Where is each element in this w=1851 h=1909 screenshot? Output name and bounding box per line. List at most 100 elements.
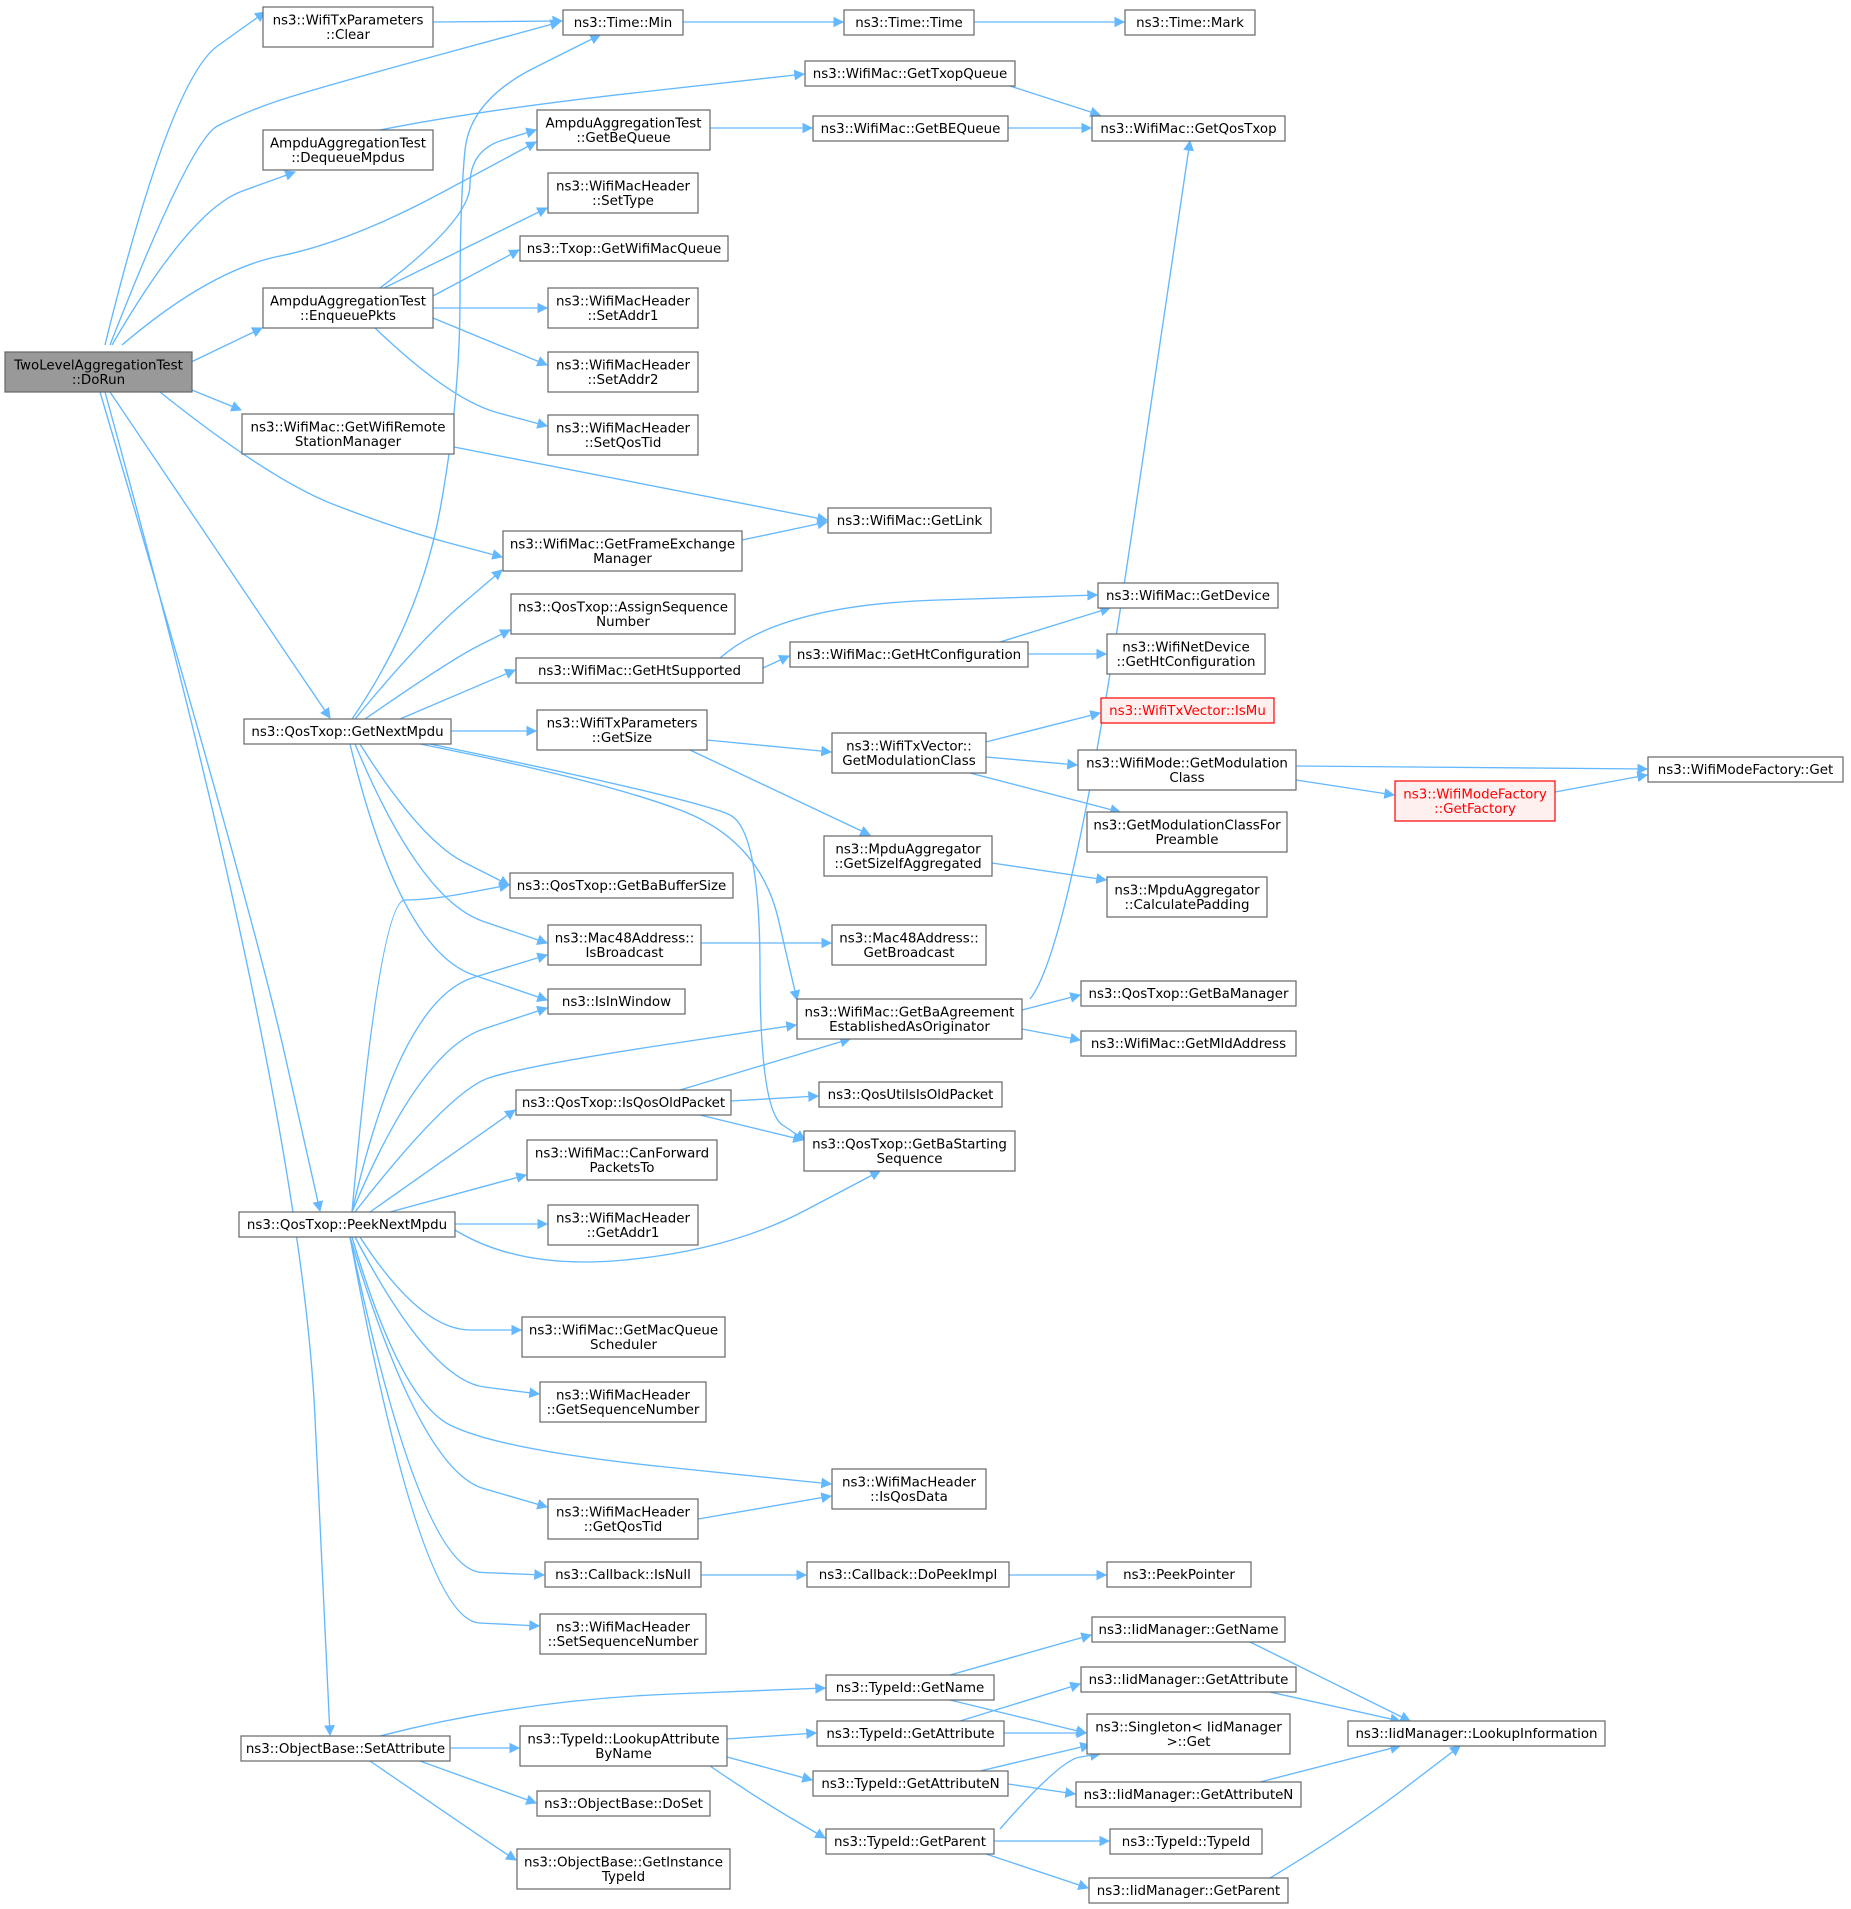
node-label: ns3::QosTxop::AssignSequence bbox=[518, 600, 728, 615]
node-getbcast[interactable]: ns3::Mac48Address::GetBroadcast bbox=[831, 924, 987, 966]
node-ismu[interactable]: ns3::WifiTxVector::IsMu bbox=[1100, 697, 1275, 724]
call-nodes: TwoLevelAggregationTest::DoRunns3::WifiT… bbox=[4, 6, 1844, 1904]
node-singleton[interactable]: ns3::Singleton< IidManager>::Get bbox=[1086, 1713, 1291, 1755]
edge-getbaagree-to-getbamgr bbox=[1021, 992, 1082, 1011]
edge-peeknext-to-setseqnum bbox=[349, 1236, 541, 1631]
node-enqueue[interactable]: AmpduAggregationTest::EnqueuePkts bbox=[262, 287, 434, 329]
node-box bbox=[262, 6, 434, 48]
node-wmfgetfactory[interactable]: ns3::WifiModeFactory::GetFactory bbox=[1394, 780, 1556, 822]
node-label: ns3::Mac48Address:: bbox=[839, 931, 979, 946]
node-doset[interactable]: ns3::ObjectBase::DoSet bbox=[536, 1790, 711, 1817]
node-label: ns3::IidManager::GetParent bbox=[1097, 1884, 1280, 1899]
node-iidgetattrn[interactable]: ns3::IidManager::GetAttributeN bbox=[1075, 1781, 1302, 1808]
node-wtpgetsize[interactable]: ns3::WifiTxParameters::GetSize bbox=[536, 709, 708, 751]
node-box bbox=[1086, 1713, 1291, 1755]
node-cbdopeek[interactable]: ns3::Callback::DoPeekImpl bbox=[806, 1561, 1010, 1588]
node-getbabuf[interactable]: ns3::QosTxop::GetBaBufferSize bbox=[509, 872, 734, 899]
node-timemin[interactable]: ns3::Time::Min bbox=[562, 9, 684, 36]
node-box bbox=[1106, 1561, 1252, 1588]
edge-peeknext-to-getseqnum bbox=[354, 1236, 541, 1399]
node-label: ns3::WifiMac::GetBEQueue bbox=[821, 122, 1001, 137]
node-label: ns3::WifiMacHeader bbox=[556, 1211, 690, 1226]
node-dequeue[interactable]: AmpduAggregationTest::DequeueMpdus bbox=[262, 129, 434, 171]
node-isqosold[interactable]: ns3::QosTxop::IsQosOldPacket bbox=[515, 1089, 732, 1116]
node-txvgetmc[interactable]: ns3::WifiTxVector::GetModulationClass bbox=[831, 732, 987, 774]
node-box bbox=[238, 1211, 456, 1238]
node-modegetmc[interactable]: ns3::WifiMode::GetModulationClass bbox=[1077, 749, 1297, 791]
node-iidgetattr[interactable]: ns3::IidManager::GetAttribute bbox=[1080, 1666, 1297, 1693]
node-box bbox=[806, 1561, 1010, 1588]
node-getbamgr[interactable]: ns3::QosTxop::GetBaManager bbox=[1080, 980, 1297, 1007]
node-getseqnum[interactable]: ns3::WifiMacHeader::GetSequenceNumber bbox=[539, 1381, 707, 1423]
node-label: ns3::WifiMac::GetHtSupported bbox=[538, 664, 741, 679]
node-tidgetattr[interactable]: ns3::TypeId::GetAttribute bbox=[816, 1720, 1005, 1747]
node-root[interactable]: TwoLevelAggregationTest::DoRun bbox=[4, 351, 193, 393]
node-macgetbeq[interactable]: ns3::WifiMac::GetBEQueue bbox=[812, 115, 1009, 142]
edge-isqosold-to-getbastart bbox=[699, 1114, 805, 1143]
node-getlink[interactable]: ns3::WifiMac::GetLink bbox=[827, 507, 992, 534]
node-gethtsupp[interactable]: ns3::WifiMac::GetHtSupported bbox=[515, 657, 764, 684]
node-isinwin[interactable]: ns3::IsInWindow bbox=[547, 988, 686, 1015]
node-getqostxop[interactable]: ns3::WifiMac::GetQosTxop bbox=[1091, 115, 1286, 142]
node-label: Manager bbox=[593, 552, 652, 567]
node-getwrsm[interactable]: ns3::WifiMac::GetWifiRemoteStationManage… bbox=[241, 413, 455, 455]
node-calcpad[interactable]: ns3::MpduAggregator::CalculatePadding bbox=[1106, 876, 1268, 918]
node-setseqnum[interactable]: ns3::WifiMacHeader::SetSequenceNumber bbox=[539, 1613, 707, 1655]
node-getsizeifagg[interactable]: ns3::MpduAggregator::GetSizeIfAggregated bbox=[823, 835, 993, 877]
node-box bbox=[823, 835, 993, 877]
node-getbaagree[interactable]: ns3::WifiMac::GetBaAgreementEstablishedA… bbox=[796, 998, 1023, 1040]
node-label: ns3::QosTxop::IsQosOldPacket bbox=[522, 1096, 725, 1111]
edge-isqosold-to-qosutilsold bbox=[730, 1091, 820, 1102]
node-tidgetname[interactable]: ns3::TypeId::GetName bbox=[825, 1674, 995, 1701]
node-tidtypeid[interactable]: ns3::TypeId::TypeId bbox=[1109, 1828, 1263, 1855]
node-label: ns3::GetModulationClassFor bbox=[1093, 818, 1281, 833]
node-timemark[interactable]: ns3::Time::Mark bbox=[1124, 9, 1256, 36]
node-label: ns3::IidManager::GetAttributeN bbox=[1084, 1788, 1294, 1803]
node-cbisnull[interactable]: ns3::Callback::IsNull bbox=[544, 1561, 702, 1588]
node-settype[interactable]: ns3::WifiMacHeader::SetType bbox=[547, 172, 699, 214]
node-gettxopq[interactable]: ns3::WifiMac::GetTxopQueue bbox=[804, 60, 1016, 87]
node-setaddr1[interactable]: ns3::WifiMacHeader::SetAddr1 bbox=[547, 287, 699, 329]
node-peekptr[interactable]: ns3::PeekPointer bbox=[1106, 1561, 1252, 1588]
node-iidgetname[interactable]: ns3::IidManager::GetName bbox=[1091, 1616, 1286, 1643]
node-macgethtconf[interactable]: ns3::WifiMac::GetHtConfiguration bbox=[789, 641, 1029, 668]
node-setattr[interactable]: ns3::ObjectBase::SetAttribute bbox=[240, 1735, 451, 1762]
node-getaddr1[interactable]: ns3::WifiMacHeader::GetAddr1 bbox=[547, 1204, 699, 1246]
node-iidgetparent[interactable]: ns3::IidManager::GetParent bbox=[1088, 1877, 1289, 1904]
node-box bbox=[1394, 780, 1556, 822]
edge-peeknext-to-getmqs bbox=[359, 1236, 523, 1336]
node-box bbox=[547, 172, 699, 214]
node-label: ns3::WifiTxVector::IsMu bbox=[1109, 704, 1266, 719]
node-getdevice[interactable]: ns3::WifiMac::GetDevice bbox=[1097, 582, 1279, 609]
node-tidgetparent[interactable]: ns3::TypeId::GetParent bbox=[825, 1828, 995, 1855]
node-setaddr2[interactable]: ns3::WifiMacHeader::SetAddr2 bbox=[547, 351, 699, 393]
node-ndgethtconf[interactable]: ns3::WifiNetDevice::GetHtConfiguration bbox=[1106, 633, 1266, 675]
node-isbcast[interactable]: ns3::Mac48Address::IsBroadcast bbox=[547, 924, 702, 966]
node-tidgetattrn[interactable]: ns3::TypeId::GetAttributeN bbox=[812, 1770, 1009, 1797]
node-getmld[interactable]: ns3::WifiMac::GetMldAddress bbox=[1080, 1030, 1297, 1057]
node-wtpclear[interactable]: ns3::WifiTxParameters::Clear bbox=[262, 6, 434, 48]
node-label: ns3::WifiTxParameters bbox=[273, 13, 424, 28]
node-getwmq[interactable]: ns3::Txop::GetWifiMacQueue bbox=[519, 235, 729, 262]
node-isqosdata[interactable]: ns3::WifiMacHeader::IsQosData bbox=[831, 1468, 987, 1510]
node-qosutilsold[interactable]: ns3::QosUtilsIsOldPacket bbox=[818, 1081, 1003, 1108]
node-getnextmpdu[interactable]: ns3::QosTxop::GetNextMpdu bbox=[243, 718, 452, 745]
edge-tidgetattr-to-iidgetattr bbox=[959, 1681, 1082, 1722]
node-peeknext[interactable]: ns3::QosTxop::PeekNextMpdu bbox=[238, 1211, 456, 1238]
node-box bbox=[509, 872, 734, 899]
node-setqostid[interactable]: ns3::WifiMacHeader::SetQosTid bbox=[547, 414, 699, 456]
node-timetime[interactable]: ns3::Time::Time bbox=[843, 9, 975, 36]
node-iidlookup[interactable]: ns3::IidManager::LookupInformation bbox=[1347, 1720, 1606, 1747]
node-wmfget[interactable]: ns3::WifiModeFactory::Get bbox=[1647, 756, 1844, 783]
node-getbeq[interactable]: AmpduAggregationTest::GetBeQueue bbox=[536, 109, 711, 151]
node-getqostid[interactable]: ns3::WifiMacHeader::GetQosTid bbox=[547, 1498, 699, 1540]
